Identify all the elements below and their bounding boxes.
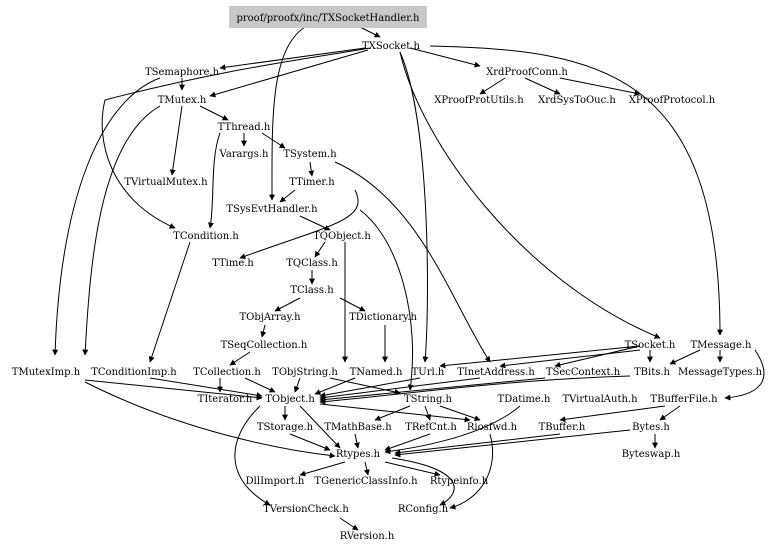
graph-node[interactable]: TVirtualMutex.h [124,177,208,188]
graph-node[interactable]: TSocket.h [625,340,676,351]
graph-node[interactable]: TInetAddress.h [457,367,535,378]
graph-node[interactable]: TMessage.h [691,340,753,351]
root-node-box [229,6,427,28]
graph-node[interactable]: XrdSysToOuc.h [538,95,616,106]
graph-node[interactable]: TVersionCheck.h [263,504,349,515]
graph-node[interactable]: TBuffer.h [539,422,586,433]
graph-node[interactable]: TRefCnt.h [405,422,457,433]
graph-node[interactable]: TIterator.h [198,394,253,405]
graph-node[interactable]: TCondition.h [173,231,239,242]
graph-node[interactable]: TGenericClassInfo.h [314,476,418,487]
graph-node[interactable]: TStorage.h [257,422,314,433]
graph-node[interactable]: TDatime.h [498,394,551,405]
graph-node[interactable]: Riosfwd.h [467,422,518,433]
graph-node[interactable]: MessageTypes.h [678,367,763,378]
graph-node[interactable]: TUrl.h [412,367,445,378]
graph-node[interactable]: TSemaphore.h [145,67,220,78]
graph-node[interactable]: TXSocket.h [362,41,420,52]
graph-node[interactable]: Rtypeinfo.h [430,476,489,487]
graph-node[interactable]: TSeqCollection.h [221,340,308,351]
graph-node[interactable]: DllImport.h [246,476,305,487]
graph-node[interactable]: RConfig.h [398,504,449,515]
graph-node[interactable]: TSysEvtHandler.h [226,204,318,215]
graph-node[interactable]: TObjArray.h [239,312,301,323]
graph-node[interactable]: TSecContext.h [546,367,621,378]
graph-node[interactable]: TBits.h [634,367,671,378]
graph-node[interactable]: TMutex.h [158,95,207,106]
graph-node[interactable]: TMathBase.h [324,422,392,433]
graph-node[interactable]: TMutexImp.h [12,367,81,378]
graph-node[interactable]: TBufferFile.h [650,394,718,405]
graph-node[interactable]: Byteswap.h [622,449,681,460]
graph-nodes: proof/proofx/inc/TXSocketHandler.hTXSock… [12,6,763,542]
graph-node[interactable]: XProofProtUtils.h [434,95,524,106]
graph-node[interactable]: Bytes.h [632,422,670,433]
graph-node[interactable]: TClass.h [290,285,334,296]
graph-node[interactable]: TThread.h [218,122,271,133]
graph-node[interactable]: TTimer.h [289,177,335,188]
graph-node[interactable]: TString.h [404,394,453,405]
graph-node[interactable]: Varargs.h [219,149,270,160]
graph-node[interactable]: proof/proofx/inc/TXSocketHandler.h [236,13,420,24]
graph-node[interactable]: XrdProofConn.h [486,67,568,78]
graph-node[interactable]: Rtypes.h [336,449,381,460]
graph-node[interactable]: TObject.h [265,394,315,405]
graph-node[interactable]: XProofProtocol.h [629,95,716,106]
graph-node[interactable]: TSystem.h [283,149,337,160]
graph-node[interactable]: TQClass.h [286,258,338,269]
graph-node[interactable]: TDictionary.h [349,312,417,323]
graph-node[interactable]: TObjString.h [272,367,338,378]
graph-node[interactable]: TVirtualAuth.h [562,394,638,405]
graph-node[interactable]: TCollection.h [193,367,261,378]
graph-node[interactable]: TQObject.h [313,231,371,242]
graph-node[interactable]: TConditionImp.h [91,367,177,378]
graph-node[interactable]: TNamed.h [350,367,403,378]
graph-node[interactable]: RVersion.h [340,531,395,542]
graph-node[interactable]: TTime.h [212,258,254,269]
graph-edges [52,26,765,531]
